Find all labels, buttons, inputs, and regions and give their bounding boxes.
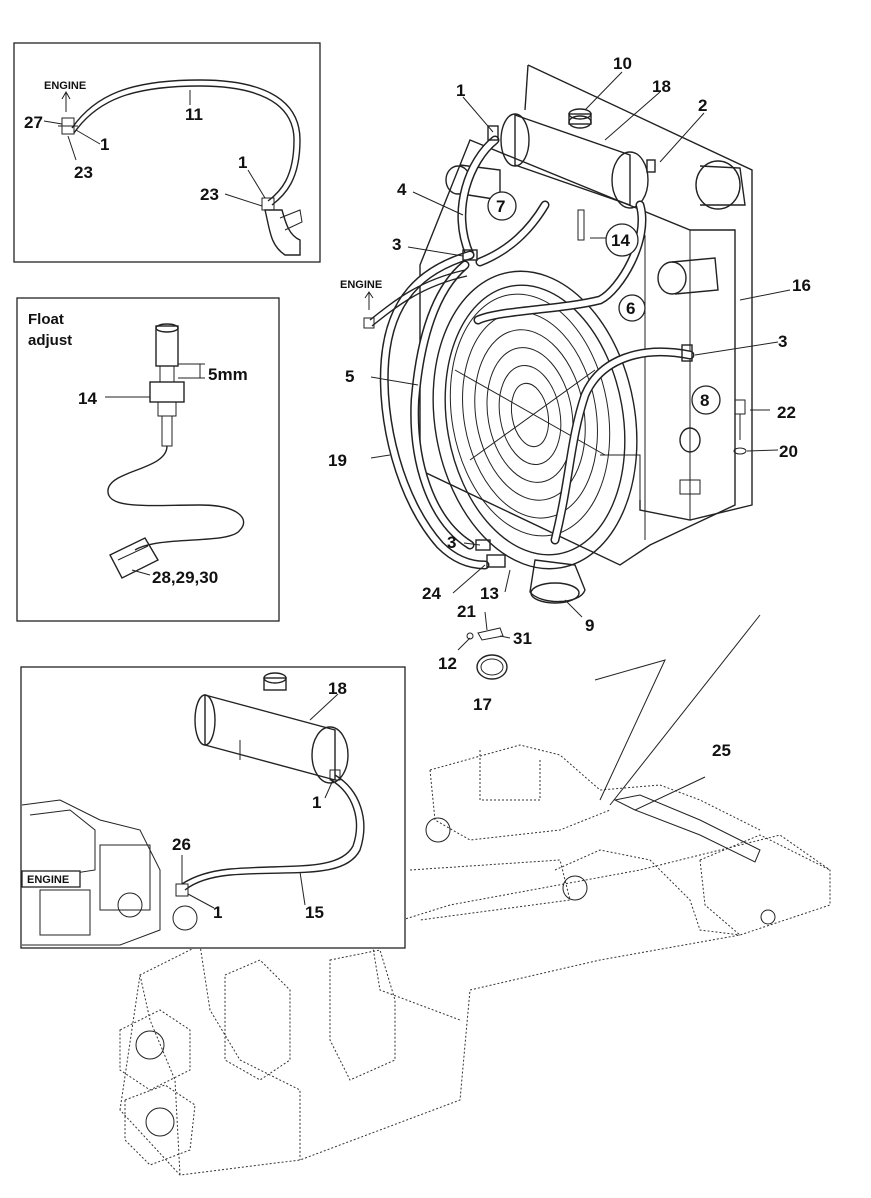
callout-circle-7 — [487, 191, 517, 221]
label-5: 5 — [345, 367, 354, 386]
label-25: 25 — [712, 741, 731, 760]
label-20: 20 — [779, 442, 798, 461]
inset-1-frame — [13, 42, 321, 263]
inset-2-frame — [16, 297, 280, 622]
callout-circle-6 — [618, 294, 646, 322]
inset-2-title-line1: Float — [28, 311, 64, 328]
inset-2-label-14: 14 — [78, 389, 97, 408]
label-7: 7 — [496, 197, 505, 216]
inset-3-label-18: 18 — [328, 679, 347, 698]
inset-2-label-28-29-30: 28,29,30 — [152, 568, 218, 587]
label-17: 17 — [473, 695, 492, 714]
label-3-c: 3 — [447, 533, 456, 552]
hoses — [363, 125, 695, 680]
label-18: 18 — [652, 77, 671, 96]
inset-3-frame — [20, 666, 406, 949]
inset-float-adjust: Float adjust 5mm 14 28,29,30 — [16, 297, 280, 622]
label-10: 10 — [613, 54, 632, 73]
inset-engine-hose: ENGINE 27 1 23 11 1 23 — [13, 42, 321, 263]
label-3-b: 3 — [778, 332, 787, 351]
label-12: 12 — [438, 654, 457, 673]
inset-3-label-26: 26 — [172, 835, 191, 854]
label-21: 21 — [457, 602, 476, 621]
inset-1-label-23-a: 23 — [74, 163, 93, 182]
inset-3-label-1-b: 1 — [213, 903, 222, 922]
label-3-a: 3 — [392, 235, 401, 254]
callout-circle-8 — [691, 385, 721, 415]
inset-2-title-line2: adjust — [28, 332, 72, 349]
inset-3-engine-label: ENGINE — [27, 874, 69, 886]
inset-3-label-1-a: 1 — [312, 793, 321, 812]
label-1-top: 1 — [456, 81, 465, 100]
inset-1-label-1-b: 1 — [238, 153, 247, 172]
inset-1-label-1-a: 1 — [100, 135, 109, 154]
inset-1-label-27: 27 — [24, 113, 43, 132]
inset-1-label-11: 11 — [185, 105, 203, 124]
label-2: 2 — [698, 96, 707, 115]
label-22: 22 — [777, 403, 796, 422]
label-16: 16 — [792, 276, 811, 295]
label-4: 4 — [397, 180, 407, 199]
label-6: 6 — [626, 299, 635, 318]
inset-expansion-tank: ENGINE 18 1 26 1 15 — [20, 666, 406, 949]
leader-lines — [370, 71, 791, 811]
label-13: 13 — [480, 584, 499, 603]
label-24: 24 — [422, 584, 441, 603]
label-engine-main: ENGINE — [340, 279, 382, 291]
label-19: 19 — [328, 451, 347, 470]
label-9: 9 — [585, 616, 594, 635]
label-14: 14 — [611, 231, 630, 250]
label-8: 8 — [700, 391, 709, 410]
inset-2-dim-5mm: 5mm — [208, 365, 248, 384]
chassis-frame — [119, 614, 831, 1176]
inset-1-engine-label: ENGINE — [44, 80, 86, 92]
inset-3-label-15: 15 — [305, 903, 324, 922]
radiator-assembly — [419, 64, 753, 570]
inset-1-label-23-b: 23 — [200, 185, 219, 204]
main-labels: 1 10 18 2 4 7 3 14 ENGINE 16 6 3 5 8 22 … — [328, 54, 811, 760]
label-31: 31 — [513, 629, 532, 648]
callout-circle-14 — [605, 223, 639, 257]
